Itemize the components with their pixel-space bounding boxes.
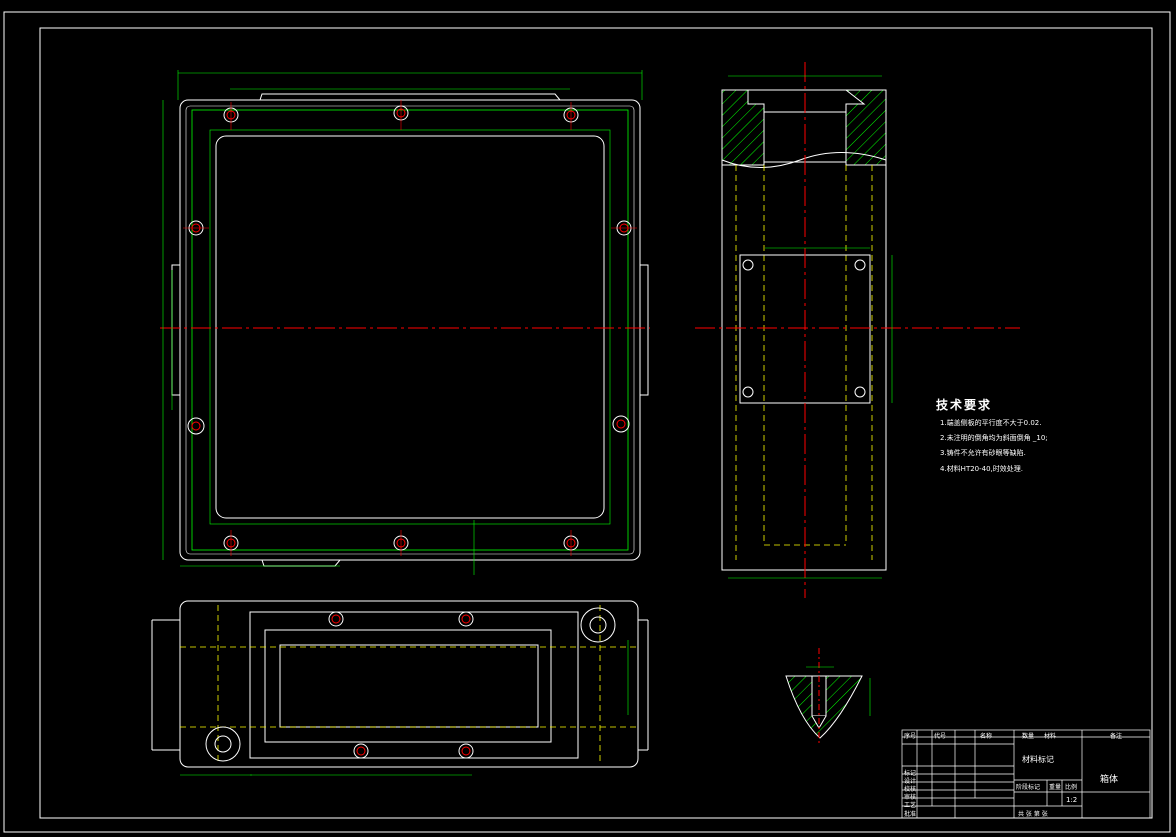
main-view-outline bbox=[179, 99, 641, 561]
inner-frame bbox=[39, 27, 1153, 819]
tb-row-5: 批准 bbox=[904, 811, 917, 818]
tb-row-4: 工艺 bbox=[904, 802, 917, 809]
tb-row-1: 设计 bbox=[904, 778, 917, 785]
hatch-left bbox=[721, 89, 765, 166]
countersink-detail bbox=[785, 648, 871, 745]
tb-header-0: 序号 bbox=[904, 733, 917, 740]
tb-header-4: 材料 bbox=[1044, 733, 1057, 740]
bottom-view-outline bbox=[179, 600, 639, 768]
bottom-elevation-view bbox=[151, 600, 649, 776]
technical-requirement-2: 2.未注明的倒角均为斜面倒角 _10; bbox=[940, 434, 1048, 442]
main-view-flange bbox=[191, 109, 629, 551]
side-view-outline bbox=[721, 89, 887, 571]
tb-scale-value: 1:2 bbox=[1066, 796, 1078, 804]
tb-row-3: 审核 bbox=[904, 794, 917, 801]
main-view-window bbox=[215, 135, 605, 519]
outer-frame bbox=[3, 11, 1171, 833]
hatch-right bbox=[844, 89, 887, 166]
technical-requirements-title: 技术要求 bbox=[936, 398, 993, 412]
main-plan-view bbox=[160, 70, 650, 575]
tb-header-2: 名称 bbox=[980, 733, 993, 740]
tb-stage-label: 阶段标记 bbox=[1016, 784, 1041, 791]
title-block-grid bbox=[901, 729, 1151, 819]
tb-row-2: 校核 bbox=[904, 786, 917, 793]
tb-weight-label: 重量 bbox=[1049, 784, 1062, 791]
tb-header-3: 数量 bbox=[1022, 733, 1035, 740]
tb-material-label: 材料标记 bbox=[1022, 755, 1054, 764]
technical-requirement-4: 4.材料HT20-40,时效处理. bbox=[940, 465, 1024, 473]
technical-requirement-1: 1.端盖侧板的平行度不大于0.02. bbox=[940, 419, 1042, 427]
tb-row-0: 标记 bbox=[904, 770, 917, 777]
tb-sheet-text: 共 张 第 张 bbox=[1018, 811, 1048, 818]
tb-part-name: 箱体 bbox=[1100, 775, 1119, 785]
tb-scale-label: 比例 bbox=[1065, 784, 1078, 791]
technical-requirement-3: 3.铸件不允许有砂眼等缺陷. bbox=[940, 449, 1026, 457]
tb-header-5: 备注 bbox=[1110, 733, 1123, 740]
side-section-view bbox=[695, 62, 1020, 598]
tb-header-1: 代号 bbox=[934, 733, 947, 740]
